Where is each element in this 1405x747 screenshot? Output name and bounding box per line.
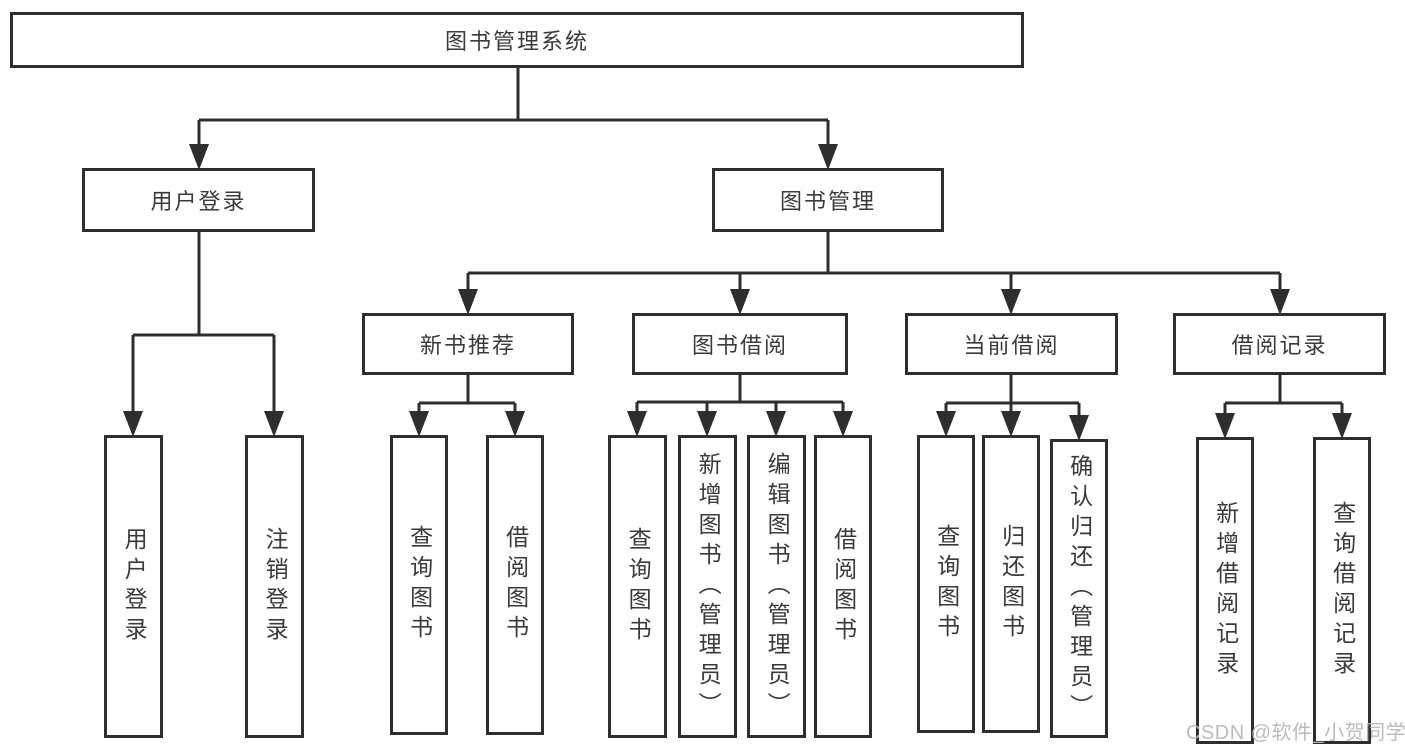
node-current-borrowing: 当前借阅 [905, 313, 1118, 375]
node-book-borrowing-label: 图书借阅 [691, 333, 788, 358]
leaf-current-query-books: 查询图书 [917, 435, 975, 733]
node-new-book-recommendation-label: 新书推荐 [419, 333, 516, 358]
leaf-borrowing-query-books: 查询图书 [608, 435, 667, 738]
leaf-current-confirm-return-admin: 确认归还（管理员） [1050, 439, 1108, 738]
leaf-user-login-label: 用户登录 [121, 526, 148, 647]
leaf-current-return-books: 归还图书 [982, 435, 1040, 733]
leaf-recommend-borrow-books-label: 借阅图书 [502, 525, 529, 645]
leaf-records-add-borrow-record-label: 新增借阅记录 [1212, 500, 1239, 681]
leaf-current-confirm-return-admin-label: 确认归还（管理员） [1066, 453, 1093, 724]
leaf-current-return-books-label: 归还图书 [998, 524, 1025, 644]
csdn-watermark: CSDN @软件_小贺同学 [1186, 722, 1405, 744]
leaf-borrowing-edit-books-admin: 编辑图书（管理员） [747, 435, 806, 738]
leaf-recommend-query-books-label: 查询图书 [406, 525, 433, 645]
leaf-logout-login: 注销登录 [245, 435, 304, 738]
node-book-borrowing: 图书借阅 [632, 313, 848, 375]
connector-path [131, 66, 1344, 419]
leaf-user-login: 用户登录 [104, 435, 163, 738]
node-borrowing-records-label: 借阅记录 [1231, 333, 1328, 358]
branch-book-management-label: 图书管理 [779, 189, 876, 214]
root-node-book-management-system: 图书管理系统 [10, 12, 1024, 68]
leaf-borrowing-query-books-label: 查询图书 [625, 526, 652, 647]
leaf-borrowing-edit-books-admin-label: 编辑图书（管理员） [764, 451, 791, 722]
branch-user-login-label: 用户登录 [150, 189, 247, 214]
arrowheads [123, 144, 1352, 441]
leaf-records-query-borrow-record-label: 查询借阅记录 [1329, 500, 1356, 681]
node-new-book-recommendation: 新书推荐 [362, 313, 574, 375]
leaf-borrowing-borrow-books-label: 借阅图书 [830, 526, 857, 647]
node-current-borrowing-label: 当前借阅 [963, 333, 1060, 358]
leaf-borrowing-add-books-admin-label: 新增图书（管理员） [695, 451, 722, 722]
leaf-borrowing-add-books-admin: 新增图书（管理员） [678, 435, 737, 738]
leaf-recommend-borrow-books: 借阅图书 [486, 435, 544, 735]
leaf-borrowing-borrow-books: 借阅图书 [814, 435, 872, 738]
node-borrowing-records: 借阅记录 [1173, 313, 1386, 375]
branch-book-management: 图书管理 [712, 168, 944, 232]
branch-user-login: 用户登录 [82, 168, 315, 232]
leaf-records-query-borrow-record: 查询借阅记录 [1313, 437, 1371, 744]
leaf-current-query-books-label: 查询图书 [933, 524, 960, 644]
root-node-label: 图书管理系统 [444, 29, 589, 54]
leaf-logout-login-label: 注销登录 [262, 526, 289, 647]
leaf-recommend-query-books: 查询图书 [390, 435, 448, 735]
leaf-records-add-borrow-record: 新增借阅记录 [1196, 437, 1254, 744]
